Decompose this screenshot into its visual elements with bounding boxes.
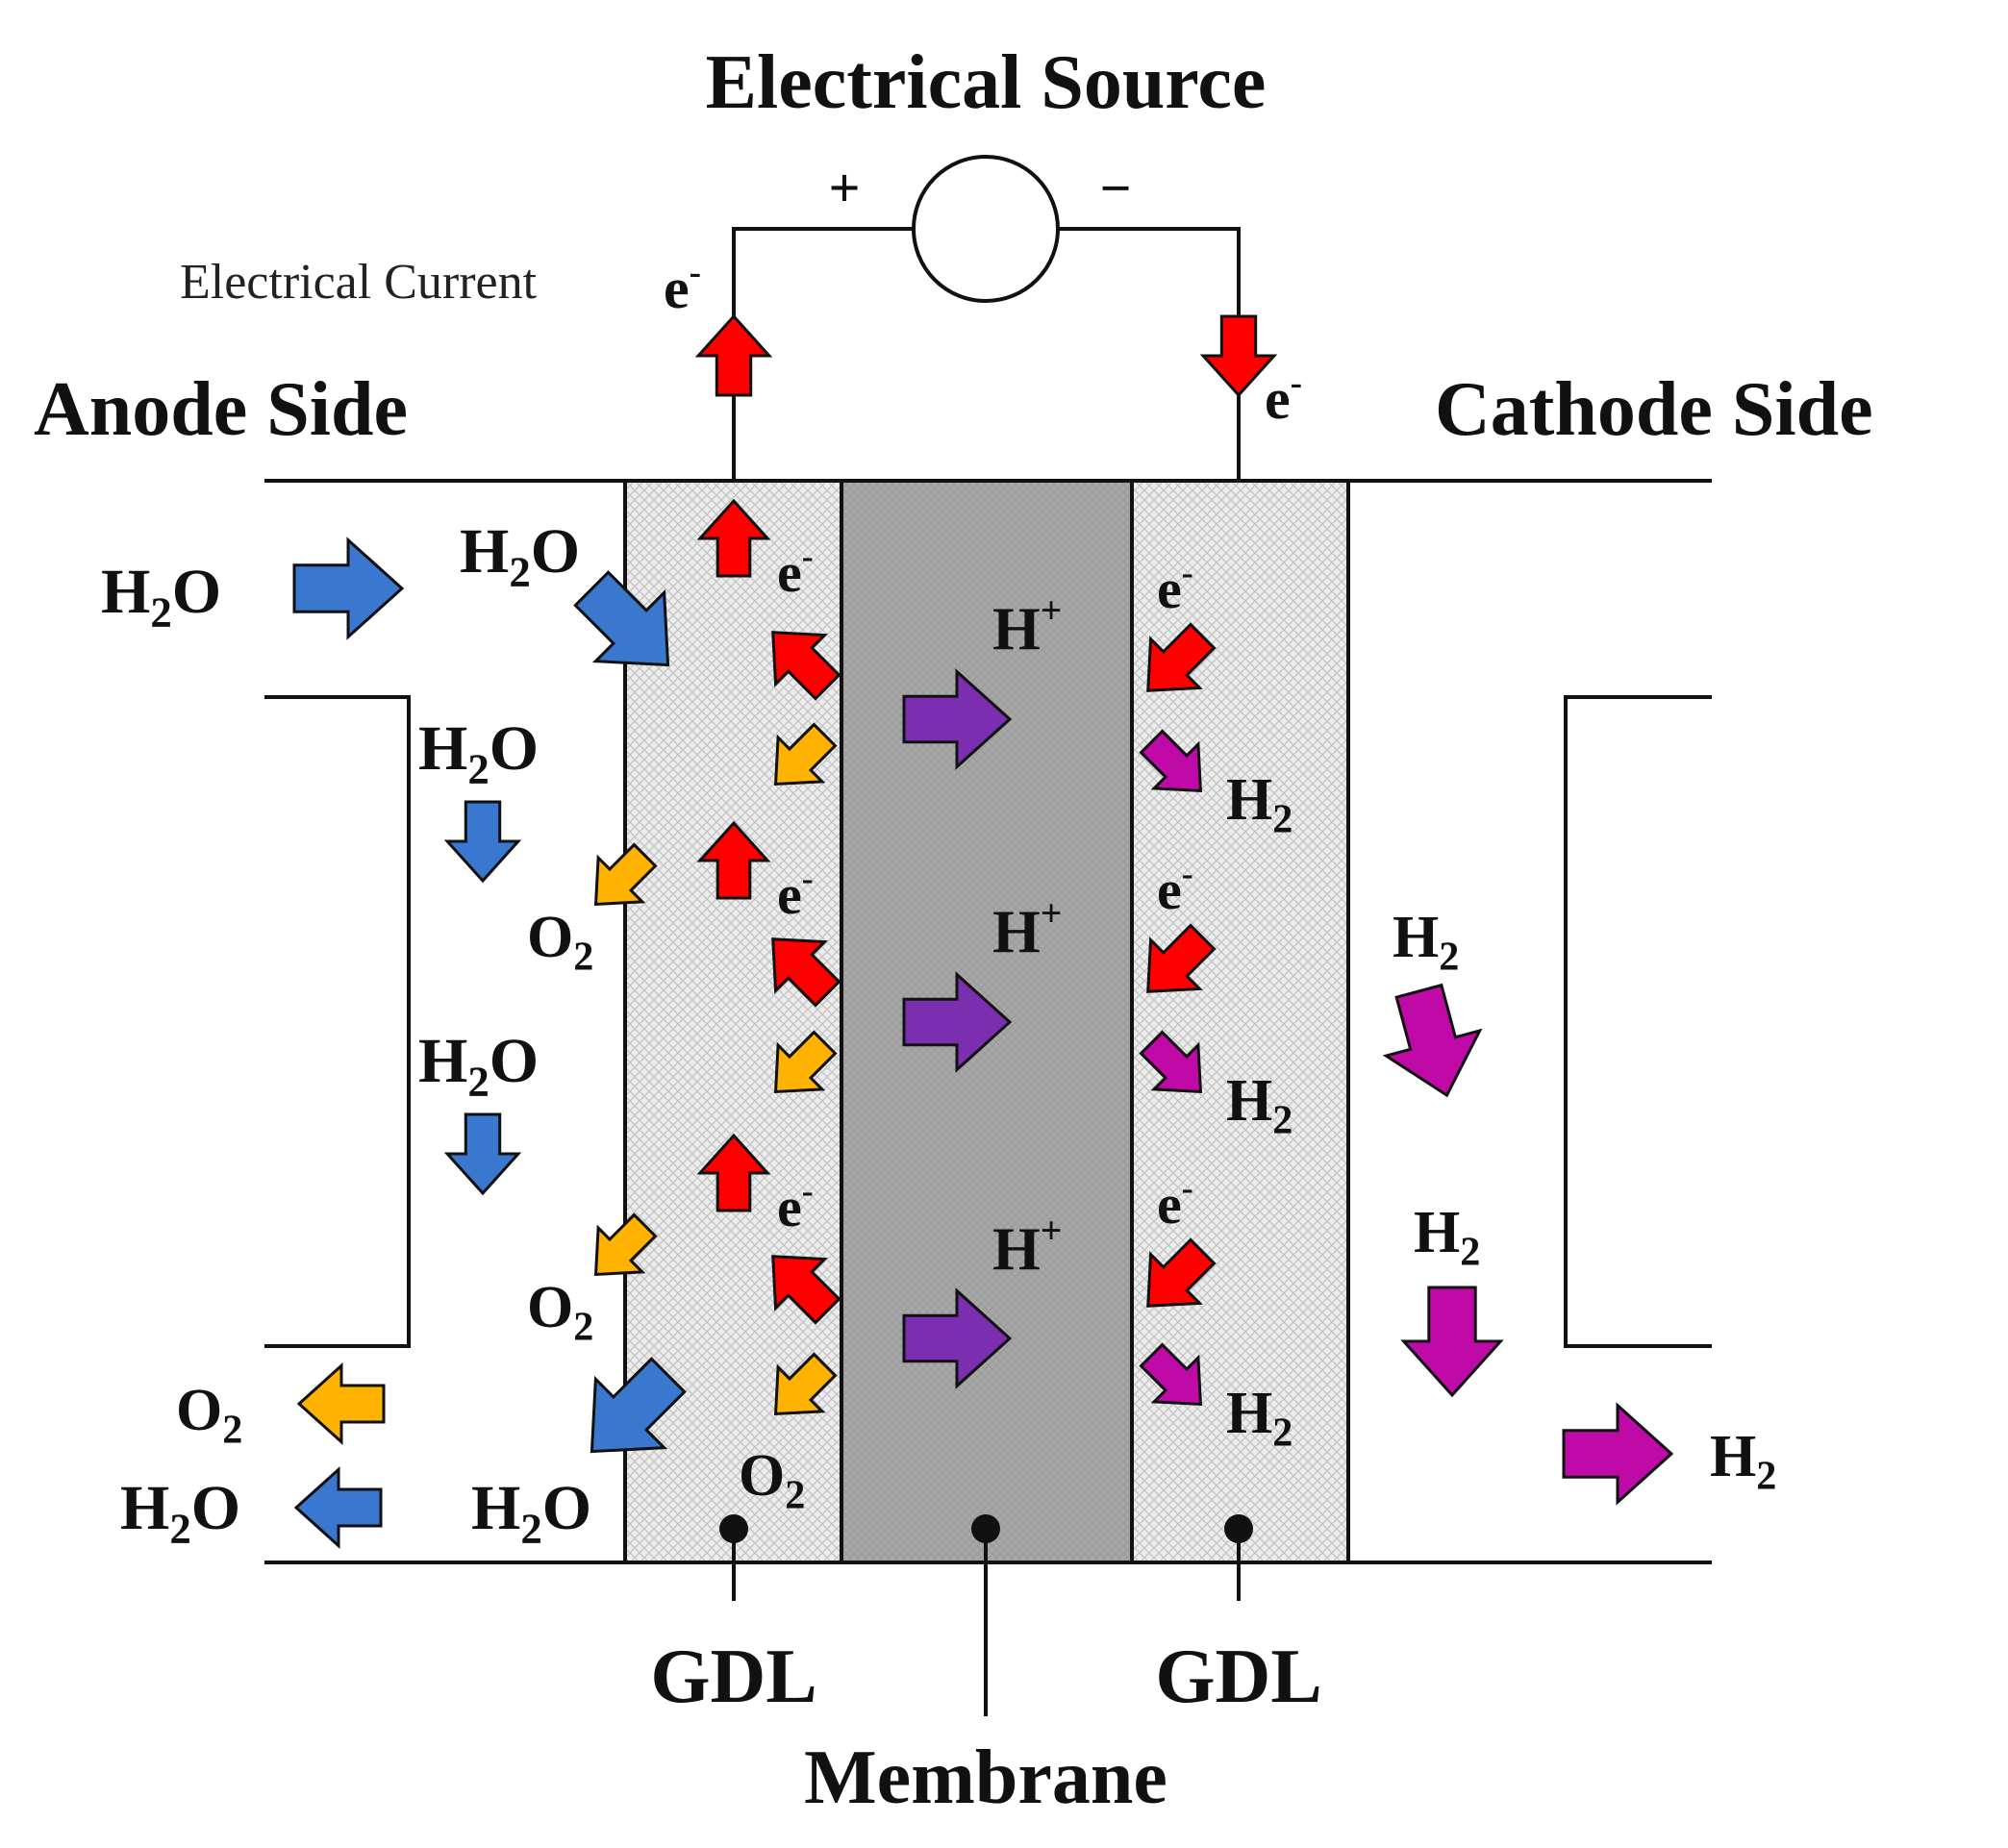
proton-arrow [902, 1287, 1013, 1389]
water-label: H2O [418, 713, 539, 793]
anode-side-label: Anode Side [34, 367, 408, 452]
oxygen-out-arrow [296, 1362, 386, 1445]
positive-terminal-label: + [828, 157, 860, 219]
water-to-gdl-arrow [573, 570, 670, 667]
hydrogen-gdl-arrow [1139, 729, 1203, 793]
hydrogen-label: H2 [1226, 767, 1293, 842]
gdl-anode-label: GDL [650, 1635, 816, 1719]
electron-label: e- [1265, 363, 1302, 431]
hydrogen-flow-arrow [1400, 1286, 1504, 1398]
water-out-arrow [293, 1466, 383, 1549]
electron-cathode-arrow [1146, 1237, 1217, 1308]
oxygen-gdl-arrow [773, 1352, 838, 1416]
hydrogen-gdl-arrow [1139, 1030, 1203, 1094]
electron-label: e- [664, 253, 701, 320]
electron-label: e- [777, 860, 814, 926]
proton-label: H+ [992, 892, 1062, 965]
water-out-gdl-arrow [590, 1357, 687, 1454]
electron-label: e- [777, 537, 814, 604]
water-label: H2O [418, 1026, 539, 1106]
gdl-cathode-label: GDL [1155, 1635, 1321, 1719]
electron-gdl-up-arrow [696, 498, 771, 578]
electron-gdl-up-arrow [696, 820, 771, 900]
voltage-source-symbol [912, 155, 1060, 303]
oxygen-label: O2 [176, 1378, 242, 1453]
proton-label: H+ [992, 1210, 1062, 1283]
hydrogen-label: H2 [1414, 1200, 1480, 1275]
water-down-arrow [443, 800, 522, 884]
hydrogen-gdl-arrow [1139, 1342, 1203, 1407]
proton-arrow [902, 971, 1013, 1073]
oxygen-release-arrow [593, 1212, 658, 1277]
proton-label: H+ [992, 589, 1062, 662]
diagram-title: Electrical Source [706, 40, 1267, 125]
proton-arrow [902, 668, 1013, 770]
hydrogen-label: H2 [1226, 1381, 1293, 1456]
oxygen-label: O2 [739, 1443, 805, 1518]
water-label: H2O [460, 516, 580, 596]
species-arrows [292, 313, 1674, 1549]
electrical-current-label: Electrical Current [180, 255, 538, 310]
oxygen-gdl-arrow [773, 1030, 838, 1094]
electron-up-arrow [694, 313, 773, 397]
electron-label: e- [777, 1172, 814, 1238]
electron-anode-arrow [771, 631, 841, 701]
oxygen-label: O2 [527, 1275, 593, 1350]
electron-cathode-arrow [1146, 622, 1217, 692]
negative-terminal-label: − [1099, 157, 1131, 219]
electron-anode-arrow [771, 1255, 841, 1325]
electron-label: e- [1157, 855, 1193, 921]
electron-label: e- [1157, 1169, 1193, 1236]
oxygen-label: O2 [527, 905, 593, 980]
water-label: H2O [471, 1473, 591, 1553]
electron-label: e- [1157, 554, 1193, 620]
oxygen-gdl-arrow [773, 722, 838, 787]
oxygen-release-arrow [593, 842, 658, 907]
external-circuit [732, 155, 1241, 961]
hydrogen-flow-arrow [1382, 983, 1483, 1098]
hydrogen-out-arrow [1562, 1402, 1674, 1506]
electron-anode-arrow [771, 937, 841, 1008]
electron-down-arrow [1199, 314, 1278, 398]
water-label: H2O [101, 557, 221, 637]
water-in-arrow [292, 537, 405, 640]
cathode-side-label: Cathode Side [1435, 367, 1873, 452]
hydrogen-label: H2 [1226, 1068, 1293, 1143]
water-label: H2O [120, 1473, 240, 1553]
membrane-label: Membrane [804, 1736, 1167, 1820]
electron-gdl-up-arrow [696, 1133, 771, 1212]
cell-outline [264, 479, 1712, 1564]
hydrogen-label: H2 [1710, 1424, 1776, 1499]
water-down-arrow [443, 1112, 522, 1196]
electron-cathode-arrow [1146, 923, 1217, 993]
hydrogen-label: H2 [1393, 905, 1459, 980]
layer-pointers [719, 1514, 1253, 1716]
